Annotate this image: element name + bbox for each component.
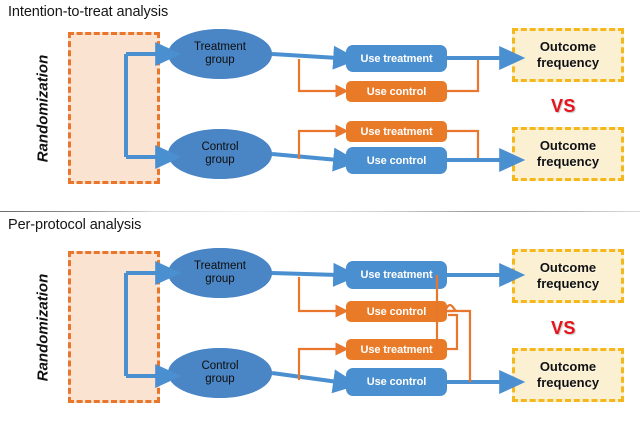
randomization-box [68,32,160,184]
randomization-label: Randomization [34,54,52,163]
outcome-bottom-line1: Outcome [539,359,597,374]
blue-bar-to-outcome-lines [447,46,526,172]
control-group-line2: group [205,373,235,385]
treatment-group-line1: Treatment [194,259,246,272]
bar-use-control-crossover: Use control [346,81,447,102]
panel-title-intention-to-treat: Intention-to-treat analysis [8,4,169,20]
panel-per-protocol: Per-protocol analysis Randomization Trea… [0,213,640,431]
bar-use-treatment-adherent: Use treatment [346,45,447,72]
outcome-top-line2: frequency [536,276,600,291]
bar-use-control-adherent: Use control [346,147,447,174]
outcome-bottom-line2: frequency [536,375,600,390]
outcome-top-line1: Outcome [539,260,597,275]
vs-label: VS [551,96,576,116]
bar-use-control-adherent: Use control [346,368,447,396]
treatment-group-ellipse: Treatment group [168,248,272,298]
treatment-group-line1: Treatment [194,40,246,53]
orange-excluded-routing [442,303,472,382]
panel-title-per-protocol: Per-protocol analysis [8,217,142,233]
treatment-group-ellipse: Treatment group [168,29,272,79]
bar-use-treatment-crossover: Use treatment [346,339,447,360]
orange-crossover-in-lines [297,59,349,159]
outcome-top-line1: Outcome [539,39,597,54]
treatment-group-line2: group [205,273,235,285]
bar-use-treatment-adherent: Use treatment [346,261,447,289]
outcome-frequency-bottom: Outcome frequency [512,348,624,402]
blue-group-to-bar-lines [271,262,360,394]
control-group-ellipse: Control group [168,129,272,179]
outcome-bottom-line1: Outcome [539,138,597,153]
randomization-label: Randomization [34,273,52,382]
bar-use-control-crossover: Use control [346,301,447,322]
control-group-line1: Control [201,140,239,153]
panel-divider [0,211,640,212]
orange-crossover-out-lines [447,60,480,158]
panel-intention-to-treat: Intention-to-treat analysis Randomizatio… [0,0,640,212]
treatment-group-line2: group [205,54,235,66]
outcome-frequency-top: Outcome frequency [512,28,624,82]
randomization-box [68,251,160,403]
orange-crossover-in-lines [297,277,349,380]
control-group-ellipse: Control group [168,348,272,398]
outcome-frequency-top: Outcome frequency [512,249,624,303]
outcome-top-line2: frequency [536,55,600,70]
outcome-frequency-bottom: Outcome frequency [512,127,624,181]
blue-group-to-bar-lines [271,45,360,172]
outcome-bottom-line2: frequency [536,154,600,169]
vs-label: VS [551,318,576,338]
control-group-line2: group [205,154,235,166]
control-group-line1: Control [201,359,239,372]
blue-bar-to-outcome-lines [447,263,526,394]
bar-use-treatment-crossover: Use treatment [346,121,447,142]
